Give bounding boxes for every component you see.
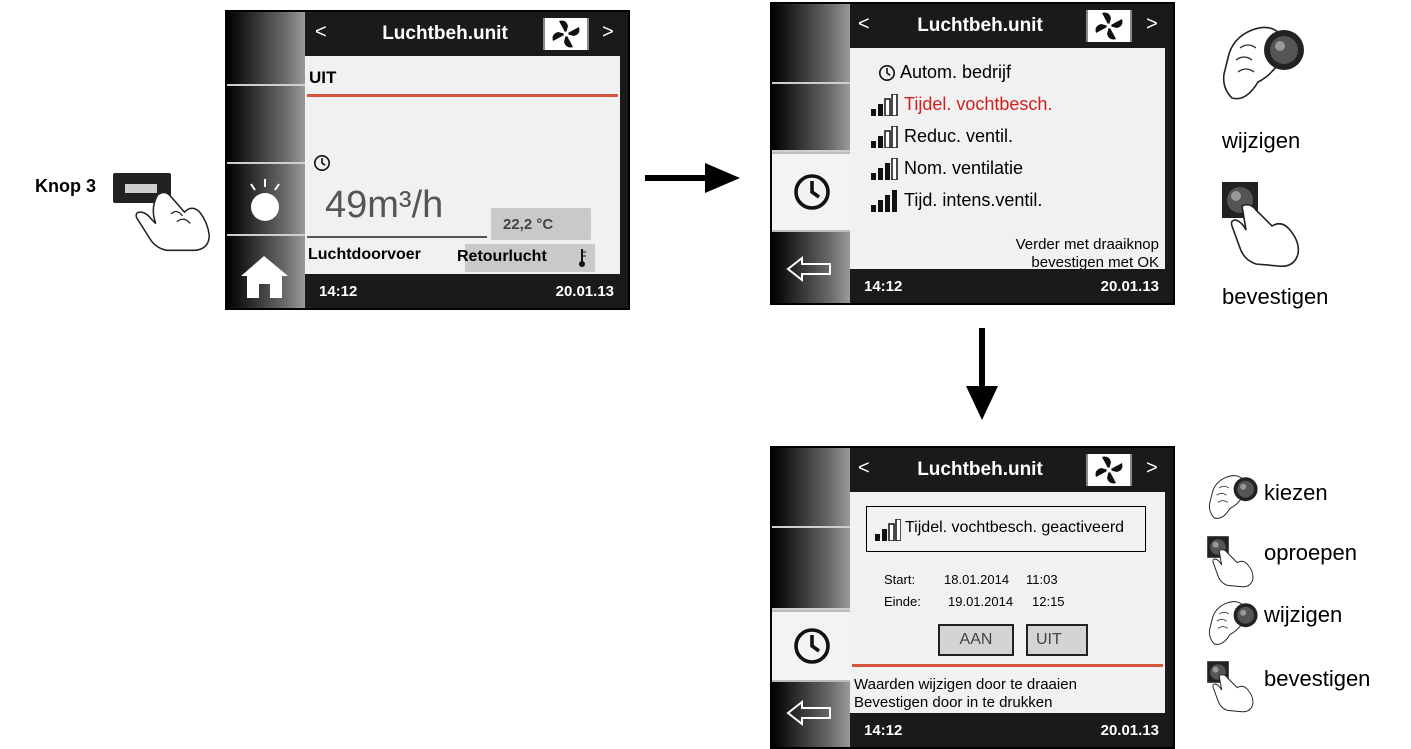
clock-time: 14:12 (319, 283, 358, 300)
fan-icon[interactable] (1086, 10, 1132, 42)
arrow-down-icon (966, 328, 998, 420)
step-bevestigen: bevestigen (1264, 666, 1371, 691)
header: < Luchtbeh.unit > (850, 4, 1173, 48)
back-arrow-icon[interactable] (786, 254, 836, 284)
press-knob-icon (1206, 535, 1260, 589)
knop-3-button[interactable] (113, 167, 213, 252)
clock-icon (792, 172, 832, 212)
signal-bars-icon (870, 190, 898, 212)
signal-bars-icon (875, 519, 901, 541)
nav-prev-button[interactable]: < (315, 21, 327, 43)
divider-line (852, 664, 1163, 667)
thermometer-icon (579, 249, 586, 267)
nav-prev-button[interactable]: < (858, 457, 870, 479)
mode-label: Tijdel. vochtbesch. geactiveerd (905, 519, 1125, 536)
side-clock-tab[interactable] (772, 152, 852, 232)
end-label: Einde: (884, 594, 921, 609)
temp-value: 22,2 °C (503, 216, 554, 233)
current-date: 20.01.13 (555, 283, 614, 300)
nav-prev-button[interactable]: < (858, 13, 870, 35)
start-row: Start: 18.01.2014 11:03 (884, 572, 1058, 587)
home-content: UIT 49m³/h Luchtdoorvoer 22,2 °C Retourl… (305, 56, 620, 278)
mode-box: Tijdel. vochtbesch. geactiveerd (866, 506, 1146, 552)
start-date[interactable]: 18.01.2014 (944, 572, 1010, 587)
press-knob-icon (1220, 180, 1310, 270)
fan-icon[interactable] (1086, 454, 1132, 486)
header: < Luchtbeh.unit > (305, 12, 628, 56)
off-button[interactable]: UIT (1026, 624, 1088, 656)
temp-label-box (465, 244, 595, 272)
end-time[interactable]: 12:15 (1032, 594, 1065, 609)
turn-knob-icon (1206, 596, 1260, 650)
current-date: 20.01.13 (1100, 278, 1159, 295)
temp-box: 22,2 °C (491, 208, 591, 240)
screen-title: Luchtbeh.unit (917, 459, 1043, 480)
current-date: 20.01.13 (1100, 722, 1159, 739)
clock-icon (792, 626, 832, 666)
menu-item-vochtbesch[interactable]: Tijdel. vochtbesch. (870, 94, 1052, 116)
footer: 14:12 20.01.13 (305, 274, 628, 308)
nav-next-button[interactable]: > (1146, 13, 1158, 35)
menu-content: Autom. bedrijf Tijdel. vochtbesch. Reduc… (850, 48, 1165, 271)
header: < Luchtbeh.unit > (850, 448, 1173, 492)
step-wijzigen: wijzigen (1222, 128, 1301, 153)
nav-next-button[interactable]: > (1146, 457, 1158, 479)
nav-next-button[interactable]: > (602, 21, 614, 43)
side-panel (772, 448, 850, 747)
hint-line-1: Waarden wijzigen door te draaien (854, 676, 1077, 693)
button-label: Knop 3 (35, 176, 96, 196)
start-label: Start: (884, 572, 916, 587)
detail-content: Tijdel. vochtbesch. geactiveerd Start: 1… (850, 492, 1165, 715)
footer: 14:12 20.01.13 (850, 269, 1173, 303)
turn-knob-icon (1218, 18, 1308, 108)
clock-time: 14:12 (864, 722, 903, 739)
hint-line-2: bevestigen met OK (1031, 254, 1159, 271)
brightness-knob-icon[interactable] (241, 177, 289, 225)
signal-bars-icon (870, 126, 898, 148)
press-knob-icon (1206, 660, 1260, 714)
end-row: Einde: 19.01.2014 12:15 (884, 594, 1065, 609)
footer: 14:12 20.01.13 (850, 713, 1173, 747)
flow-label: Luchtdoorvoer (308, 246, 421, 263)
menu-item-nom[interactable]: Nom. ventilatie (870, 158, 1023, 180)
status-underline (307, 94, 618, 97)
screen-mode-menu: < Luchtbeh.unit > Autom. bedrijf Tijdel.… (770, 2, 1175, 305)
signal-bars-icon (870, 94, 898, 116)
clock-icon (878, 64, 896, 82)
step-kiezen: kiezen (1264, 480, 1328, 505)
arrow-right-icon (645, 163, 740, 193)
fan-icon[interactable] (543, 18, 589, 50)
menu-item-autom[interactable]: Autom. bedrijf (878, 62, 1011, 83)
clock-icon (313, 154, 331, 172)
hint-line-2: Bevestigen door in te drukken (854, 694, 1053, 711)
knop-3-key-icon (113, 173, 171, 203)
side-clock-tab[interactable] (772, 610, 852, 682)
home-icon[interactable] (237, 252, 292, 302)
menu-item-intens[interactable]: Tijd. intens.ventil. (870, 190, 1042, 212)
menu-item-reduc[interactable]: Reduc. ventil. (870, 126, 1013, 148)
screen-mode-detail: < Luchtbeh.unit > Tijdel. vochtbesch. ge… (770, 446, 1175, 749)
temp-label: Retourlucht (457, 248, 547, 265)
start-time[interactable]: 11:03 (1026, 572, 1058, 587)
step-oproepen: oproepen (1264, 540, 1357, 565)
signal-bars-icon (870, 158, 898, 180)
screen-title: Luchtbeh.unit (917, 15, 1043, 36)
clock-time: 14:12 (864, 278, 903, 295)
screen-home: < Luchtbeh.unit > UIT 49m³/h Luchtdoorvo… (225, 10, 630, 310)
flow-value: 49m³/h (325, 184, 444, 226)
step-wijzigen: wijzigen (1264, 602, 1343, 627)
on-button[interactable]: AAN (938, 624, 1014, 656)
status-text: UIT (309, 68, 337, 87)
flow-underline (307, 236, 487, 238)
turn-knob-icon (1206, 470, 1260, 524)
hint-line-1: Verder met draaiknop (1015, 236, 1159, 253)
end-date[interactable]: 19.01.2014 (948, 594, 1014, 609)
back-arrow-icon[interactable] (786, 698, 836, 728)
step-bevestigen: bevestigen (1222, 284, 1329, 309)
screen-title: Luchtbeh.unit (382, 23, 508, 44)
pressing-hand-icon (129, 175, 215, 253)
